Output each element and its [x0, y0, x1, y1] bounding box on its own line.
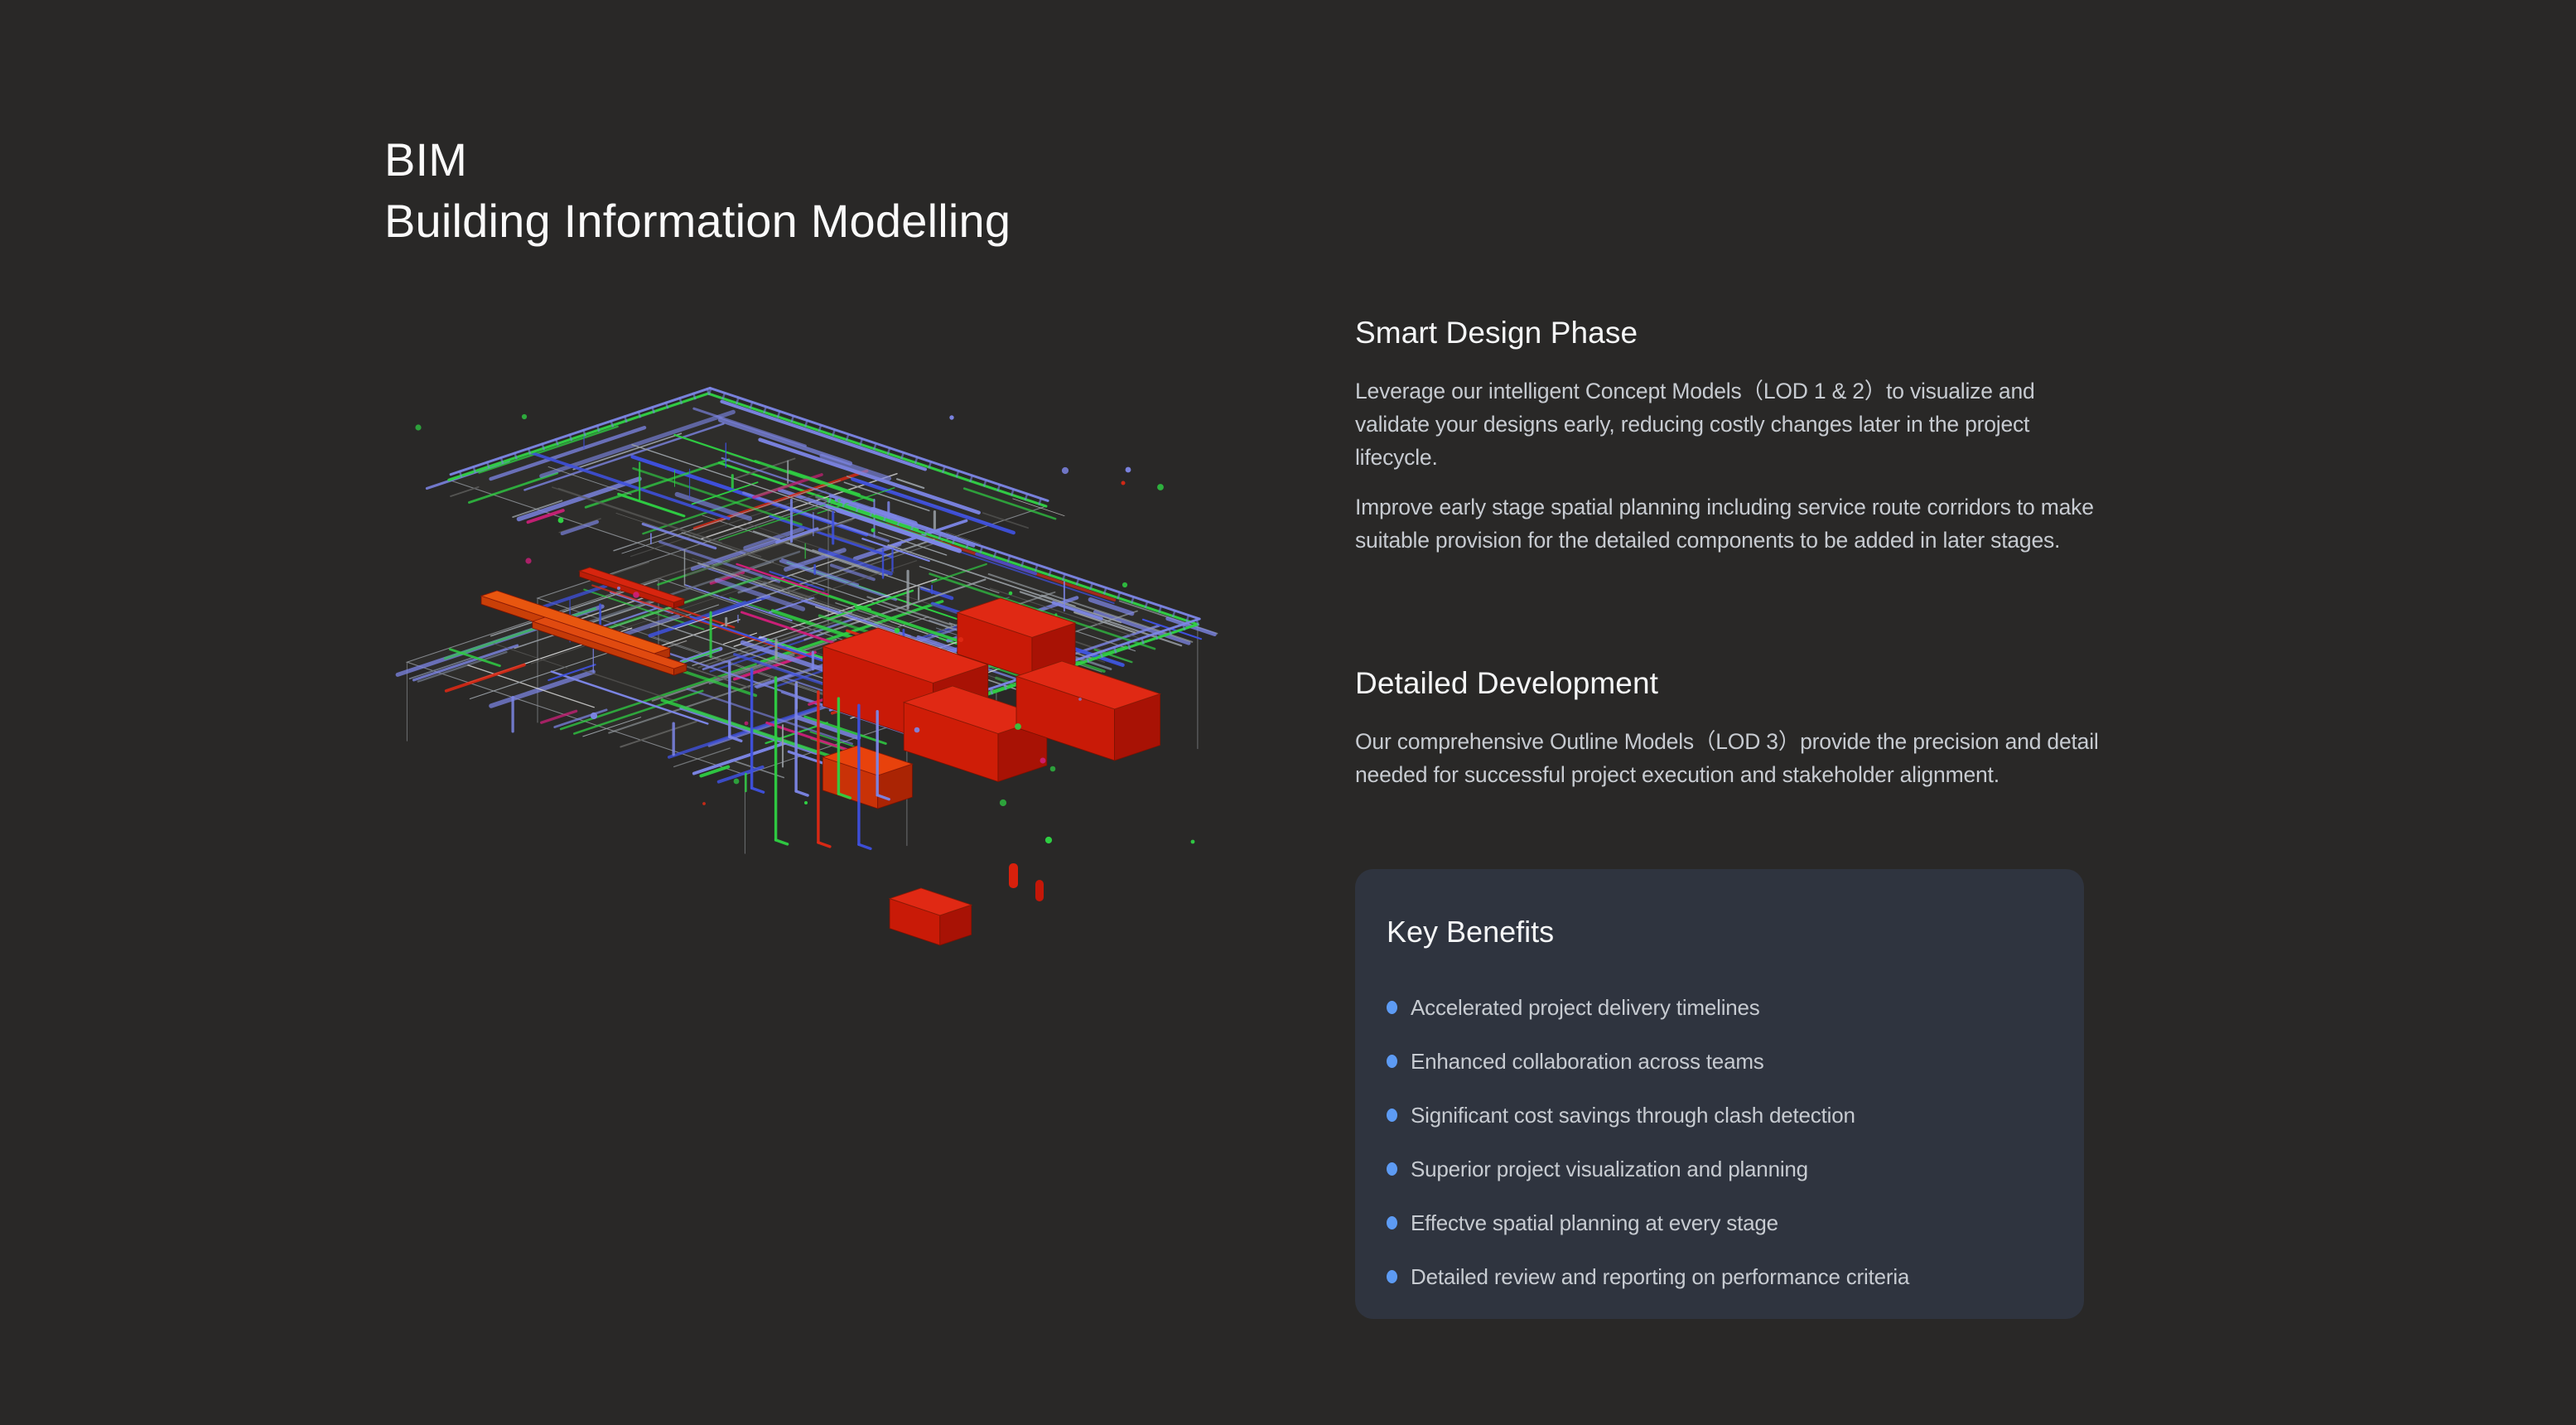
benefit-item-label: Detailed review and reporting on perform… — [1411, 1264, 1910, 1289]
bullet-dot-icon — [1387, 1109, 1397, 1122]
smart-design-heading: Smart Design Phase — [1355, 315, 1638, 350]
title-line-1: BIM — [384, 133, 468, 186]
benefit-item: Enhanced collaboration across teams — [1387, 1045, 2051, 1078]
benefit-item: Superior project visualization and plann… — [1387, 1152, 2051, 1186]
bullet-dot-icon — [1387, 1055, 1397, 1068]
key-benefits-heading: Key Benefits — [1387, 915, 1555, 949]
benefit-item-label: Enhanced collaboration across teams — [1411, 1049, 1764, 1074]
benefit-item-label: Significant cost savings through clash d… — [1411, 1103, 1855, 1128]
detailed-development-heading: Detailed Development — [1355, 665, 1659, 700]
smart-design-paragraph-1: Leverage our intelligent Concept Models（… — [1355, 378, 2035, 470]
smart-design-paragraph-2: Improve early stage spatial planning inc… — [1355, 494, 2094, 553]
benefit-item: Significant cost savings through clash d… — [1387, 1099, 2051, 1132]
key-benefits-card: Key Benefits Accelerated project deliver… — [1355, 869, 2084, 1319]
bullet-dot-icon — [1387, 1270, 1397, 1283]
detailed-development-paragraph: Our comprehensive Outline Models（LOD 3）p… — [1355, 728, 2099, 787]
benefit-item-label: Superior project visualization and plann… — [1411, 1157, 1808, 1181]
bullet-dot-icon — [1387, 1162, 1397, 1176]
title-line-2: Building Information Modelling — [384, 194, 1011, 247]
bim-model-image — [373, 356, 1251, 1002]
bullet-dot-icon — [1387, 1001, 1397, 1014]
page-title: BIM Building Information Modelling — [384, 129, 1011, 252]
benefit-item: Detailed review and reporting on perform… — [1387, 1260, 2051, 1293]
benefit-item-label: Effectve spatial planning at every stage — [1411, 1210, 1778, 1235]
benefit-item: Accelerated project delivery timelines — [1387, 991, 2051, 1024]
benefit-list: Accelerated project delivery timelines E… — [1387, 991, 2051, 1293]
benefit-item: Effectve spatial planning at every stage — [1387, 1206, 2051, 1239]
bullet-dot-icon — [1387, 1216, 1397, 1229]
benefit-item-label: Accelerated project delivery timelines — [1411, 995, 1760, 1020]
